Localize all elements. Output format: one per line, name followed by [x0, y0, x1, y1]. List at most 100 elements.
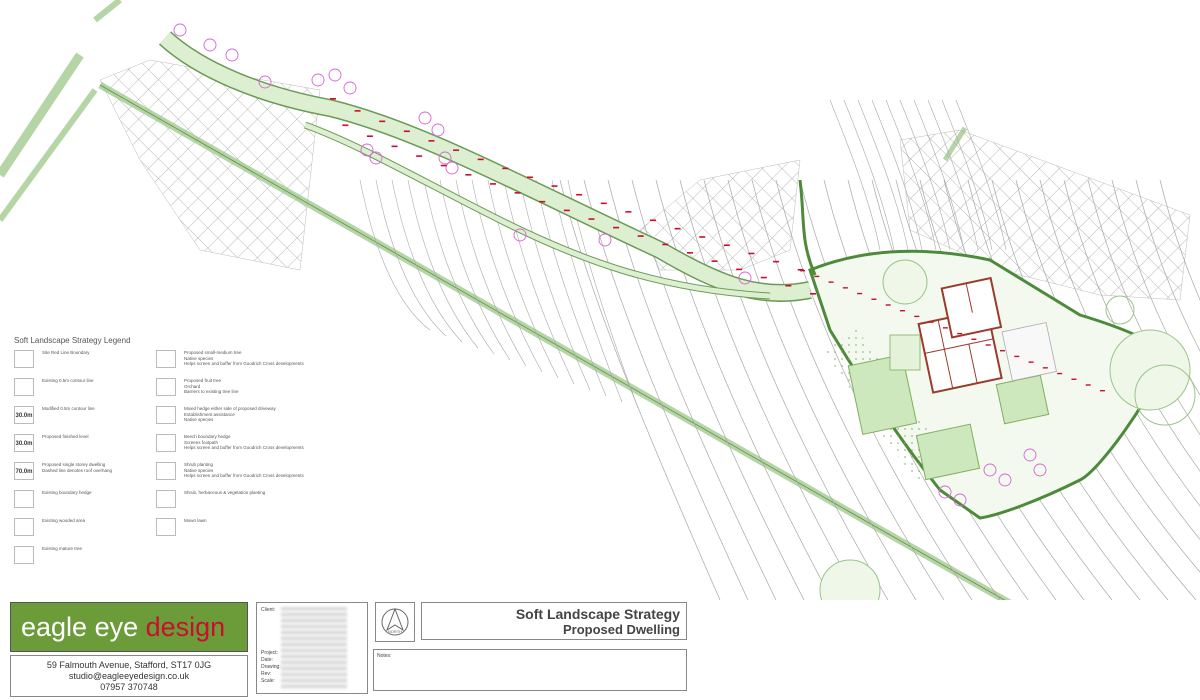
- legend-label: Modified 0.5m contour line: [42, 406, 95, 411]
- contour-line: [407, 179, 479, 349]
- level-marker: [1100, 390, 1105, 392]
- contour-line: [655, 179, 833, 600]
- legend-label: Proposed single storey dwelling Dashed l…: [42, 462, 113, 473]
- level-marker: [391, 145, 398, 148]
- shrub-swatch: [156, 462, 176, 480]
- north-arrow-box: NORTH: [375, 602, 415, 642]
- level-marker: [576, 193, 583, 196]
- tree-swatch: [14, 546, 34, 564]
- level-marker: [985, 344, 991, 346]
- contour-line: [559, 179, 721, 600]
- level-markers: [330, 98, 1105, 392]
- level-marker: [800, 270, 805, 272]
- proposed-tree-marker: [1033, 463, 1047, 477]
- level-marker: [490, 183, 496, 185]
- level-marker: [1028, 361, 1034, 363]
- contour-line: [1135, 179, 1200, 352]
- proposed-tree-marker: [938, 485, 952, 499]
- beech-hedge-swatch: [156, 434, 176, 452]
- contour-line: [871, 99, 923, 251]
- legend-label: Site Red Line Boundary: [42, 350, 90, 355]
- proposed-tree-marker: [203, 38, 217, 52]
- logo-text-part1: eagle eye: [21, 612, 146, 642]
- contour-line: [941, 99, 993, 251]
- proposed-tree-marker: [328, 68, 342, 82]
- notes-label: Notes:: [377, 653, 392, 659]
- level-marker: [379, 120, 386, 123]
- level-marker: [526, 176, 533, 179]
- level-marker: [760, 276, 767, 279]
- legend: Soft Landscape Strategy Legend Site Red …: [10, 336, 390, 576]
- level-marker: [330, 98, 336, 100]
- level-marker: [900, 310, 905, 312]
- level-marker: [416, 155, 423, 157]
- contour-line: [519, 179, 591, 391]
- level-marker: [674, 227, 681, 230]
- lawn-swatch: [156, 518, 176, 536]
- level-marker: [810, 293, 816, 295]
- level-marker: [814, 275, 820, 278]
- logo-text-part2: design: [145, 612, 226, 642]
- client-label: Project:: [261, 650, 278, 656]
- proposed-tree-marker: [418, 111, 432, 125]
- contour-line: [829, 99, 881, 251]
- level-marker: [1085, 384, 1091, 386]
- phone-line: 07957 370748: [100, 682, 158, 692]
- level-marker: [637, 235, 644, 237]
- level-marker: [539, 200, 546, 203]
- level-marker: [453, 149, 460, 152]
- contour-line: [423, 179, 495, 355]
- contour-line: [359, 179, 431, 331]
- proposed-tree-marker: [360, 143, 374, 157]
- company-logo: eagle eye design: [10, 602, 248, 652]
- proposed-tree-marker: [173, 23, 187, 37]
- level-marker: [857, 292, 863, 295]
- red-line-swatch: [14, 350, 34, 368]
- drawing-title-box: Soft Landscape Strategy Proposed Dwellin…: [421, 602, 687, 640]
- proposed-tree-marker: [438, 151, 452, 165]
- level-marker: [957, 332, 963, 335]
- proposed-tree-marker: [369, 151, 383, 165]
- proposed-tree-marker: [225, 48, 239, 62]
- level-marker: [1071, 378, 1077, 380]
- contour-line: [487, 179, 559, 379]
- company-address: 59 Falmouth Avenue, Stafford, ST17 0JG s…: [10, 655, 248, 697]
- contour-line: [1159, 179, 1200, 301]
- legend-label: Beech boundary hedge Screens footpath He…: [184, 434, 304, 450]
- email-line: studio@eagleeyedesign.co.uk: [68, 671, 190, 681]
- site-plan-drawing: [0, 0, 1200, 600]
- contour-line: [471, 179, 543, 373]
- contour-line: [455, 179, 527, 367]
- proposed-tree-marker: [258, 75, 272, 89]
- client-label: Client:: [261, 607, 276, 613]
- level-marker: [625, 211, 632, 213]
- fruit-tree-swatch: [156, 378, 176, 396]
- mixed-hedge-swatch: [156, 406, 176, 424]
- level-marker: [650, 219, 656, 222]
- proposed-tree-marker: [445, 161, 459, 175]
- legend-label: Mown lawn: [184, 518, 207, 523]
- contour-line: [955, 99, 1007, 251]
- contour-line: [375, 179, 447, 337]
- proposed-tree-marker: [598, 233, 612, 247]
- level-marker: [711, 260, 718, 262]
- proposed-tree-marker: [513, 228, 527, 242]
- compass-label: NORTH: [388, 629, 402, 634]
- legend-label: Mixed hedge either side of proposed driv…: [184, 406, 276, 422]
- level-marker: [1057, 372, 1063, 375]
- level-marker: [942, 327, 948, 329]
- level-marker: [563, 209, 570, 212]
- contour-line: [885, 99, 937, 251]
- contour-line: [391, 179, 463, 343]
- small-tree-swatch: [156, 350, 176, 368]
- contour-line: [503, 179, 575, 385]
- level-marker: [1042, 367, 1048, 369]
- level-marker: [928, 321, 934, 323]
- dwelling-swatch: 70.0m: [14, 462, 34, 480]
- level-marker: [366, 135, 373, 137]
- level-marker: [514, 192, 521, 194]
- level-marker: [1000, 350, 1005, 352]
- legend-label: Shrub planting Native species Helps scre…: [184, 462, 304, 478]
- contour-line: [727, 179, 917, 600]
- level-marker: [885, 304, 891, 306]
